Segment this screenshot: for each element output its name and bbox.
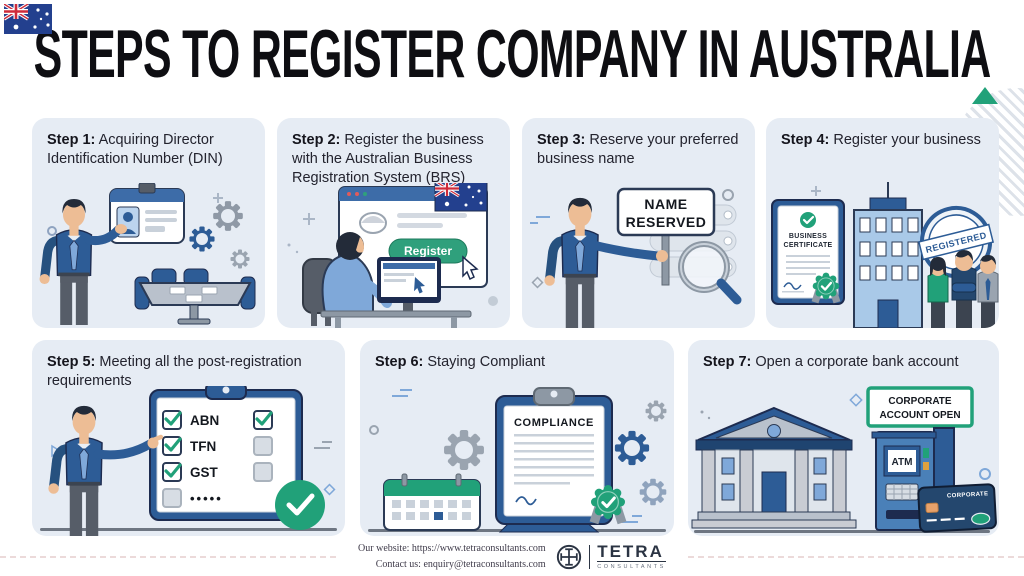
atm-icon: ATM [871, 427, 955, 531]
meeting-table-icon [134, 268, 256, 325]
green-triangle-decoration [972, 87, 998, 104]
corporate-card-icon: CORPORATE [917, 483, 997, 533]
corporate-account-sign: CORPORATE ACCOUNT OPEN [866, 386, 974, 428]
footer-dashed-line-right [688, 556, 1024, 558]
step-6-card: Step 6: Staying Compliant [360, 340, 674, 536]
checklist-item-abn: ABN [190, 413, 219, 428]
brand-name: TETRA [597, 542, 664, 562]
step-7-illustration: CORPORATE ACCOUNT OPEN ATM CORPORATE [691, 386, 997, 533]
footer-website: Our website: https://www.tetraconsultant… [358, 543, 546, 554]
gears-icon [614, 400, 667, 506]
id-badge-icon [109, 183, 185, 244]
cursor-icon [462, 255, 479, 281]
card-label: CORPORATE [947, 491, 989, 499]
presenter-man-icon [40, 199, 127, 325]
step-5-illustration: ABN TFN GST ••••• [40, 386, 337, 536]
gears-icon [189, 201, 250, 269]
step-4-illustration: BUSINESS CERTIFICATE REGISTERED [771, 182, 999, 328]
logo-divider [588, 544, 591, 569]
calendar-icon [383, 473, 481, 531]
footer-contact: Contact us: enquiry@tetraconsultants.com [375, 558, 546, 570]
compliance-title: COMPLIANCE [514, 417, 594, 429]
business-people-icon [927, 250, 999, 328]
step-2-title: Step 2: Register the business with the A… [277, 118, 510, 188]
checklist-item-more: ••••• [190, 491, 223, 506]
bank-building-icon [691, 406, 857, 529]
step-3-illustration: NAME RESERVED [530, 187, 742, 328]
register-button-label: Register [404, 244, 452, 258]
brand-subtitle: CONSULTANTS [597, 561, 666, 570]
step-5-text: Meeting all the post-registration requir… [47, 354, 302, 390]
step-1-illustration [32, 183, 256, 328]
step-3-text: Reserve your preferred business name [537, 132, 739, 168]
step-2-card: Step 2: Register the business with the A… [277, 118, 510, 328]
footer-dashed-line-left [0, 556, 336, 558]
compliance-clipboard-icon: COMPLIANCE [495, 387, 628, 533]
step-3-card: Step 3: Reserve your preferred business … [522, 118, 755, 328]
check-circle-icon [275, 480, 325, 530]
footer: Our website: https://www.tetraconsultant… [0, 541, 1024, 572]
step-3-title: Step 3: Reserve your preferred business … [522, 118, 755, 169]
certificate-line-2: CERTIFICATE [783, 242, 832, 249]
presenter-man-icon [48, 406, 164, 536]
australia-flag-icon [4, 4, 52, 34]
step-7-card: Step 7: Open a corporate bank account [688, 340, 999, 536]
step-6-text: Staying Compliant [423, 354, 546, 370]
checklist-item-tfn: TFN [190, 439, 216, 454]
sign-line-1: NAME [644, 196, 687, 212]
step-2-label: Step 2: [292, 132, 341, 148]
desk-icon [320, 310, 472, 328]
header: STEPS TO REGISTER COMPANY IN AUSTRALIA [0, 20, 1024, 88]
monitor-icon [377, 257, 441, 311]
step-4-card: Step 4: Register your business [766, 118, 999, 328]
step-4-label: Step 4: [781, 132, 830, 148]
australia-flag-small-icon [434, 183, 488, 212]
step-6-title: Step 6: Staying Compliant [360, 340, 674, 372]
presenter-man-icon [544, 198, 668, 328]
checklist-clipboard-icon: ABN TFN GST ••••• [149, 386, 325, 530]
sign-line-1: CORPORATE [888, 396, 951, 407]
page-title: STEPS TO REGISTER COMPANY IN AUSTRALIA [33, 15, 992, 93]
office-building-icon [853, 182, 923, 328]
step-1-title: Step 1: Acquiring Director Identificatio… [32, 118, 265, 169]
checklist-item-gst: GST [190, 465, 219, 480]
step-7-text: Open a corporate bank account [751, 354, 959, 370]
step-6-illustration: COMPLIANCE [368, 387, 667, 533]
sign-line-2: RESERVED [626, 214, 707, 230]
business-certificate-icon: BUSINESS CERTIFICATE [771, 199, 845, 305]
step-1-text: Acquiring Director Identification Number… [47, 132, 223, 168]
step-5-label: Step 5: [47, 354, 96, 370]
step-2-illustration: Register [287, 183, 498, 328]
tetra-consultants-logo: TETRA CONSULTANTS [556, 543, 666, 570]
sign-line-2: ACCOUNT OPEN [879, 410, 960, 421]
magnifier-icon [678, 241, 742, 305]
step-2-text: Register the business with the Australia… [292, 132, 484, 187]
step-1-label: Step 1: [47, 132, 96, 148]
step-5-title: Step 5: Meeting all the post-registratio… [32, 340, 345, 391]
step-6-label: Step 6: [375, 354, 424, 370]
atm-label: ATM [892, 457, 913, 468]
step-3-label: Step 3: [537, 132, 586, 148]
step-7-label: Step 7: [703, 354, 752, 370]
step-7-title: Step 7: Open a corporate bank account [688, 340, 999, 372]
step-4-text: Register your business [829, 132, 981, 148]
step-5-card: Step 5: Meeting all the post-registratio… [32, 340, 345, 536]
certificate-line-1: BUSINESS [789, 233, 827, 240]
tetra-logo-icon [556, 544, 581, 569]
step-4-title: Step 4: Register your business [766, 118, 999, 150]
person-at-computer-icon [302, 232, 392, 326]
step-1-card: Step 1: Acquiring Director Identificatio… [32, 118, 265, 328]
